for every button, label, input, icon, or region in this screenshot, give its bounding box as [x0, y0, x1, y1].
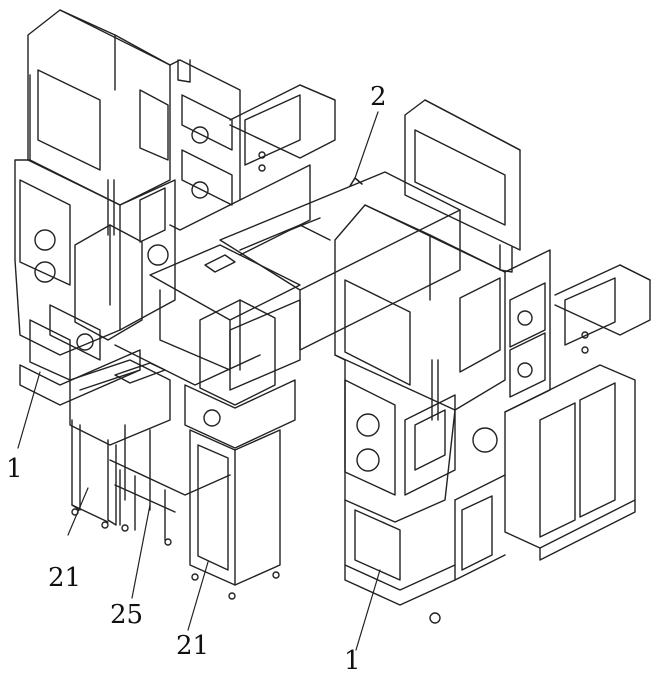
label-unit-right: 1: [344, 648, 361, 674]
right-main-unit: [335, 205, 505, 623]
label-unit-left: 1: [6, 456, 23, 482]
middle-cart: [185, 300, 295, 599]
rear-housing: [405, 100, 520, 250]
leader-line-cart-middle: [188, 562, 208, 630]
label-connector: 2: [370, 84, 387, 110]
leader-line-unit-left: [18, 372, 40, 448]
label-cart-middle: 21: [176, 633, 209, 659]
left-cart: [50, 225, 170, 528]
label-cart-left: 21: [48, 565, 81, 591]
label-part-25: 25: [110, 602, 143, 628]
transfer-table: [110, 245, 300, 545]
left-main-unit: [15, 10, 175, 405]
leader-line-connector: [355, 112, 378, 178]
leader-line-unit-right: [356, 570, 380, 650]
right-rear-equipment: [455, 245, 650, 580]
left-rear-equipment: [170, 60, 335, 255]
